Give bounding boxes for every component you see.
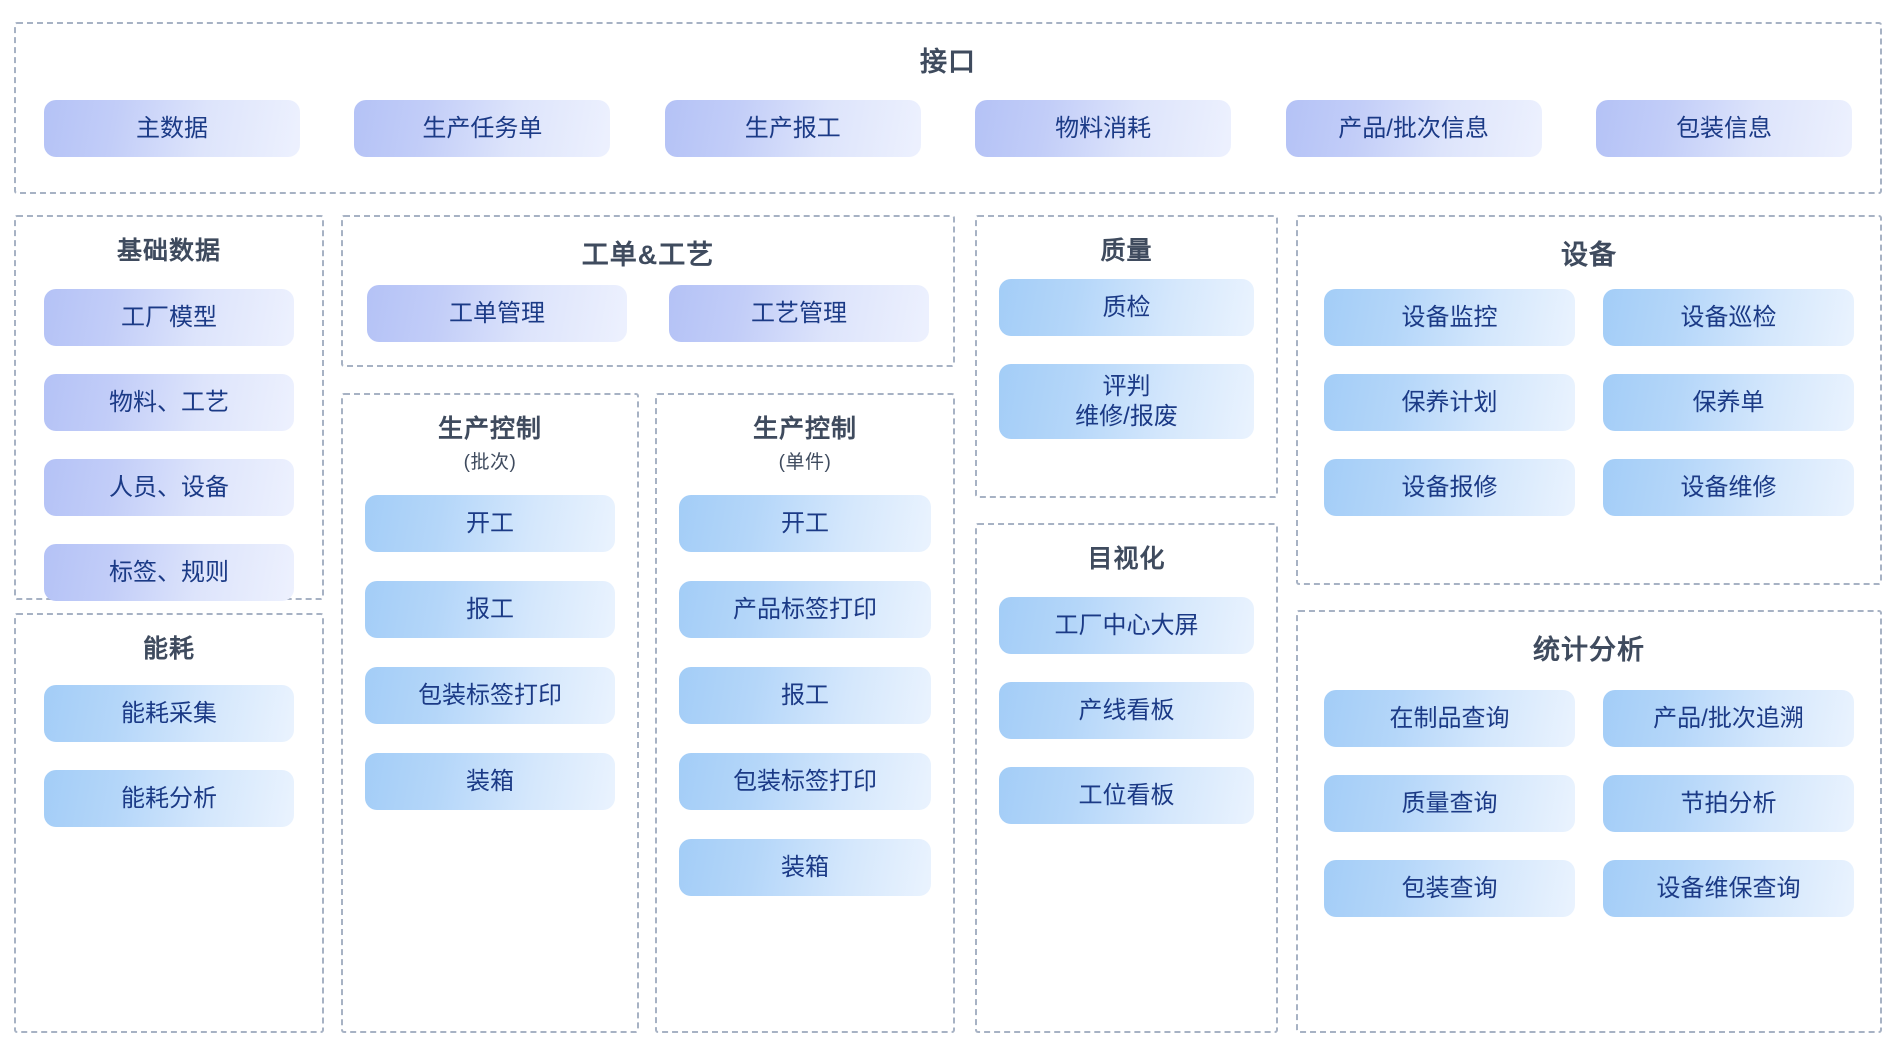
statistics-item-equipment-maintenance-query[interactable]: 设备维保查询 xyxy=(1603,860,1854,917)
production-control-single-title: 生产控制 xyxy=(752,415,857,443)
production-single-item-start[interactable]: 开工 xyxy=(679,495,931,552)
equipment-item-monitoring[interactable]: 设备监控 xyxy=(1324,289,1575,346)
base-data-item-factory-model[interactable]: 工厂模型 xyxy=(44,289,294,346)
base-data-title: 基础数据 xyxy=(116,237,221,265)
base-data-item-material-process[interactable]: 物料、工艺 xyxy=(44,374,294,431)
base-data-item-label-rule[interactable]: 标签、规则 xyxy=(44,544,294,601)
interface-item-product-batch-info[interactable]: 产品/批次信息 xyxy=(1285,100,1542,157)
production-control-single-item-list: 开工 产品标签打印 报工 包装标签打印 装箱 xyxy=(679,495,931,896)
quality-item-judgement-repair-scrap[interactable]: 评判 维修/报废 xyxy=(999,364,1254,439)
production-control-batch-panel: 生产控制 (批次) 开工 报工 包装标签打印 装箱 xyxy=(341,393,639,1033)
production-control-batch-title: 生产控制 xyxy=(437,415,542,443)
statistics-item-packaging-query[interactable]: 包装查询 xyxy=(1324,860,1575,917)
work-order-item-process-management[interactable]: 工艺管理 xyxy=(669,285,929,342)
equipment-panel: 设备 设备监控 设备巡检 保养计划 保养单 设备报修 设备维修 xyxy=(1296,215,1882,585)
statistics-item-product-batch-trace[interactable]: 产品/批次追溯 xyxy=(1603,690,1854,747)
interface-panel: 接口 主数据 生产任务单 生产报工 物料消耗 产品/批次信息 包装信息 xyxy=(14,22,1882,194)
energy-item-analysis[interactable]: 能耗分析 xyxy=(44,770,294,827)
equipment-title: 设备 xyxy=(1561,240,1617,270)
interface-item-packaging-info[interactable]: 包装信息 xyxy=(1595,100,1852,157)
production-single-item-pack-label[interactable]: 包装标签打印 xyxy=(679,753,931,810)
interface-title: 接口 xyxy=(920,47,976,77)
production-batch-item-report[interactable]: 报工 xyxy=(365,581,615,638)
statistics-item-wip-query[interactable]: 在制品查询 xyxy=(1324,690,1575,747)
base-data-item-list: 工厂模型 物料、工艺 人员、设备 标签、规则 xyxy=(44,289,294,601)
quality-item-inspection[interactable]: 质检 xyxy=(999,279,1254,336)
equipment-item-maintenance-plan[interactable]: 保养计划 xyxy=(1324,374,1575,431)
visualization-panel: 目视化 工厂中心大屏 产线看板 工位看板 xyxy=(975,523,1278,1033)
production-batch-item-boxing[interactable]: 装箱 xyxy=(365,753,615,810)
interface-item-material-consume[interactable]: 物料消耗 xyxy=(975,100,1232,157)
production-batch-item-start[interactable]: 开工 xyxy=(365,495,615,552)
quality-item-list: 质检 评判 维修/报废 xyxy=(999,279,1254,439)
energy-item-list: 能耗采集 能耗分析 xyxy=(44,685,294,827)
equipment-item-grid: 设备监控 设备巡检 保养计划 保养单 设备报修 设备维修 xyxy=(1324,289,1854,516)
statistics-item-grid: 在制品查询 产品/批次追溯 质量查询 节拍分析 包装查询 设备维保查询 xyxy=(1324,690,1854,917)
statistics-panel: 统计分析 在制品查询 产品/批次追溯 质量查询 节拍分析 包装查询 设备维保查询 xyxy=(1296,610,1882,1033)
interface-item-production-report[interactable]: 生产报工 xyxy=(664,100,921,157)
base-data-panel: 基础数据 工厂模型 物料、工艺 人员、设备 标签、规则 xyxy=(14,215,324,601)
production-control-batch-subtitle: (批次) xyxy=(463,452,517,473)
production-control-single-panel: 生产控制 (单件) 开工 产品标签打印 报工 包装标签打印 装箱 xyxy=(655,393,955,1033)
production-batch-item-pack-label[interactable]: 包装标签打印 xyxy=(365,667,615,724)
visualization-item-station-kanban[interactable]: 工位看板 xyxy=(999,767,1254,824)
quality-panel: 质量 质检 评判 维修/报废 xyxy=(975,215,1278,498)
interface-item-production-order[interactable]: 生产任务单 xyxy=(354,100,611,157)
equipment-item-repair[interactable]: 设备维修 xyxy=(1603,459,1854,516)
work-order-pill-row: 工单管理 工艺管理 xyxy=(367,285,929,342)
production-control-batch-item-list: 开工 报工 包装标签打印 装箱 xyxy=(365,495,615,810)
energy-item-collection[interactable]: 能耗采集 xyxy=(44,685,294,742)
equipment-item-inspection[interactable]: 设备巡检 xyxy=(1603,289,1854,346)
production-single-item-product-label[interactable]: 产品标签打印 xyxy=(679,581,931,638)
energy-panel: 能耗 能耗采集 能耗分析 xyxy=(14,613,324,1033)
work-order-process-title: 工单&工艺 xyxy=(581,240,715,270)
visualization-title: 目视化 xyxy=(1087,545,1166,573)
interface-item-master-data[interactable]: 主数据 xyxy=(44,100,300,157)
production-single-item-report[interactable]: 报工 xyxy=(679,667,931,724)
energy-title: 能耗 xyxy=(142,635,195,663)
statistics-item-quality-query[interactable]: 质量查询 xyxy=(1324,775,1575,832)
interface-pill-row: 主数据 生产任务单 生产报工 物料消耗 产品/批次信息 包装信息 xyxy=(16,100,1880,157)
visualization-item-factory-center-screen[interactable]: 工厂中心大屏 xyxy=(999,597,1254,654)
equipment-item-maintenance-order[interactable]: 保养单 xyxy=(1603,374,1854,431)
production-single-item-boxing[interactable]: 装箱 xyxy=(679,839,931,896)
visualization-item-line-kanban[interactable]: 产线看板 xyxy=(999,682,1254,739)
statistics-item-takt-analysis[interactable]: 节拍分析 xyxy=(1603,775,1854,832)
production-control-single-subtitle: (单件) xyxy=(778,452,832,473)
work-order-item-order-management[interactable]: 工单管理 xyxy=(367,285,627,342)
equipment-item-repair-request[interactable]: 设备报修 xyxy=(1324,459,1575,516)
statistics-title: 统计分析 xyxy=(1533,635,1645,665)
visualization-item-list: 工厂中心大屏 产线看板 工位看板 xyxy=(999,597,1254,824)
base-data-item-people-equipment[interactable]: 人员、设备 xyxy=(44,459,294,516)
quality-title: 质量 xyxy=(1100,237,1153,265)
work-order-process-panel: 工单&工艺 工单管理 工艺管理 xyxy=(341,215,955,367)
